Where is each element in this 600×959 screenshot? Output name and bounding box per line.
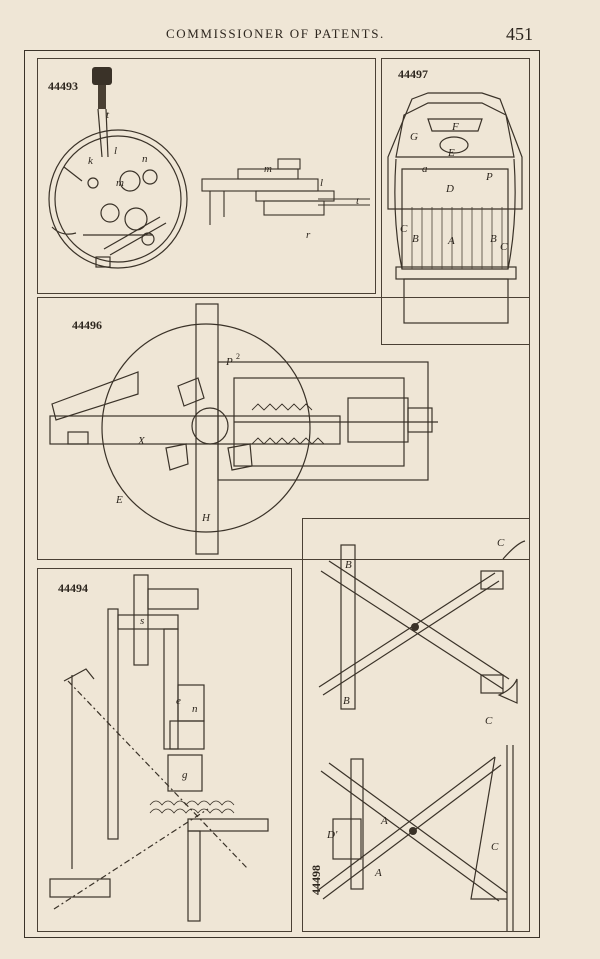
page-number: 451: [506, 24, 533, 44]
figure-letter-label: B: [412, 233, 419, 245]
figure-letter-label: m: [116, 177, 124, 189]
figure-number: 44493: [48, 79, 78, 93]
figure-letter-label: C: [500, 241, 508, 253]
figure-letter-label: E: [116, 494, 123, 506]
figure-number: 44497: [398, 67, 428, 81]
figure-letter-label: E: [448, 147, 455, 159]
folding-stand-drawing: [316, 540, 526, 931]
figure-letter-label: l: [114, 145, 118, 157]
figure-letter-label: n: [142, 153, 148, 165]
figure-letter-label: B: [490, 233, 497, 245]
cage-drawing: [387, 92, 523, 324]
figure-letter-label: e: [176, 695, 181, 707]
figure-letter-label: a: [422, 163, 428, 175]
figure-letter-label: t: [106, 109, 110, 121]
page-header: COMMISSIONER OF PATENTS. 451: [0, 24, 600, 48]
figure-letter-label: g: [182, 769, 188, 781]
figure-letter-label: k: [88, 155, 93, 167]
figure-letter-label: n: [192, 703, 198, 715]
stem: [98, 85, 106, 109]
figure-letter-label: A: [381, 815, 388, 827]
figure-44497: 44497: [381, 58, 530, 345]
figure-number: 44496: [72, 318, 102, 332]
figure-letter-label: G: [410, 131, 418, 143]
figure-letter-label: C: [491, 841, 499, 853]
figure-letter-label: t: [356, 195, 360, 207]
figure-number: 44494: [58, 581, 88, 595]
feed-mechanism-drawing: [49, 574, 269, 922]
figure-letter-label: A: [448, 235, 455, 247]
figure-letter-label: P: [486, 171, 493, 183]
figure-letter-label: A: [375, 867, 382, 879]
figure-letter-label: C: [485, 715, 493, 727]
figure-superscript: 2: [236, 352, 240, 361]
figure-letter-label: D': [327, 829, 338, 841]
plate-frame: [24, 50, 540, 938]
running-head: COMMISSIONER OF PATENTS.: [166, 26, 385, 41]
figure-letter-label: C: [400, 223, 408, 235]
watch-movement-drawing: [48, 67, 370, 269]
figure-44496: 44496 P X E H 2: [37, 297, 530, 560]
figure-letter-label: m: [264, 163, 272, 175]
crown: [92, 67, 112, 85]
figure-44498: 44498: [302, 518, 530, 932]
figure-letter-label: F: [452, 121, 459, 133]
figure-letter-label: s: [140, 615, 145, 627]
figure-44494: 44494 s: [37, 568, 292, 932]
figure-letter-label: P: [226, 356, 233, 368]
figure-letter-label: l: [320, 177, 324, 189]
figure-letter-label: X: [138, 435, 145, 447]
figure-44493: 44493: [37, 58, 376, 294]
figure-letter-label: D: [446, 183, 454, 195]
figure-letter-label: B: [345, 559, 352, 571]
wheel-mechanism-drawing: [49, 303, 438, 555]
figure-letter-label: B: [343, 695, 350, 707]
figure-letter-label: H: [202, 512, 210, 524]
figure-letter-label: r: [306, 229, 311, 241]
figure-letter-label: C: [497, 537, 505, 549]
